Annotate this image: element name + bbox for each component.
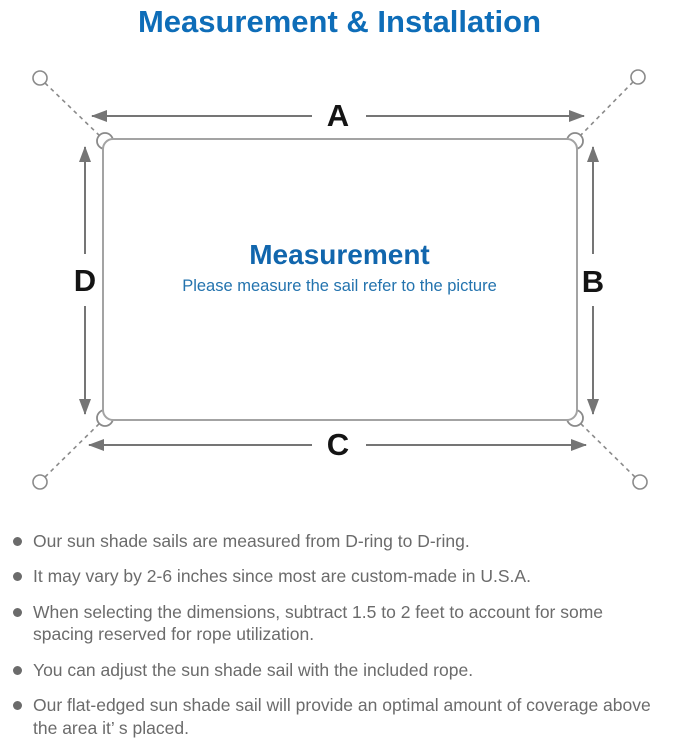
sail-diagram-canvas bbox=[32, 69, 648, 490]
bullet-icon bbox=[13, 572, 22, 582]
note-item: When selecting the dimensions, subtract … bbox=[13, 601, 667, 647]
bullet-icon bbox=[13, 607, 22, 617]
dimension-label-b: B bbox=[581, 264, 605, 299]
bullet-icon bbox=[13, 537, 22, 546]
note-item: You can adjust the sun shade sail with t… bbox=[13, 659, 667, 682]
anchor-rope-lines bbox=[44, 81, 636, 478]
diagram-subtitle: Please measure the sail refer to the pic… bbox=[182, 277, 497, 295]
dimension-label-d: D bbox=[73, 263, 97, 298]
dimension-arrows bbox=[79, 110, 599, 451]
note-item: It may vary by 2-6 inches since most are… bbox=[13, 565, 667, 588]
note-text: You can adjust the sun shade sail with t… bbox=[33, 659, 474, 680]
note-text: When selecting the dimensions, subtract … bbox=[33, 601, 604, 645]
anchor-point-circles bbox=[32, 69, 648, 490]
measurement-diagram: A B C D Measurement Please measure the s… bbox=[0, 54, 679, 509]
notes-list: Our sun shade sails are measured from D-… bbox=[13, 530, 667, 739]
page-title: Measurement & Installation bbox=[137, 4, 542, 39]
note-item: Our flat-edged sun shade sail will provi… bbox=[13, 694, 667, 739]
note-text: It may vary by 2-6 inches since most are… bbox=[33, 566, 531, 587]
bullet-icon bbox=[13, 700, 22, 710]
sail-rectangle bbox=[102, 138, 578, 421]
diagram-heading: Measurement bbox=[249, 239, 430, 270]
dimension-label-c: C bbox=[326, 427, 350, 462]
note-item: Our sun shade sails are measured from D-… bbox=[13, 530, 667, 553]
note-text: Our sun shade sails are measured from D-… bbox=[33, 531, 470, 551]
note-text: Our flat-edged sun shade sail will provi… bbox=[33, 694, 651, 738]
bullet-icon bbox=[13, 665, 22, 675]
dimension-label-a: A bbox=[326, 98, 350, 133]
